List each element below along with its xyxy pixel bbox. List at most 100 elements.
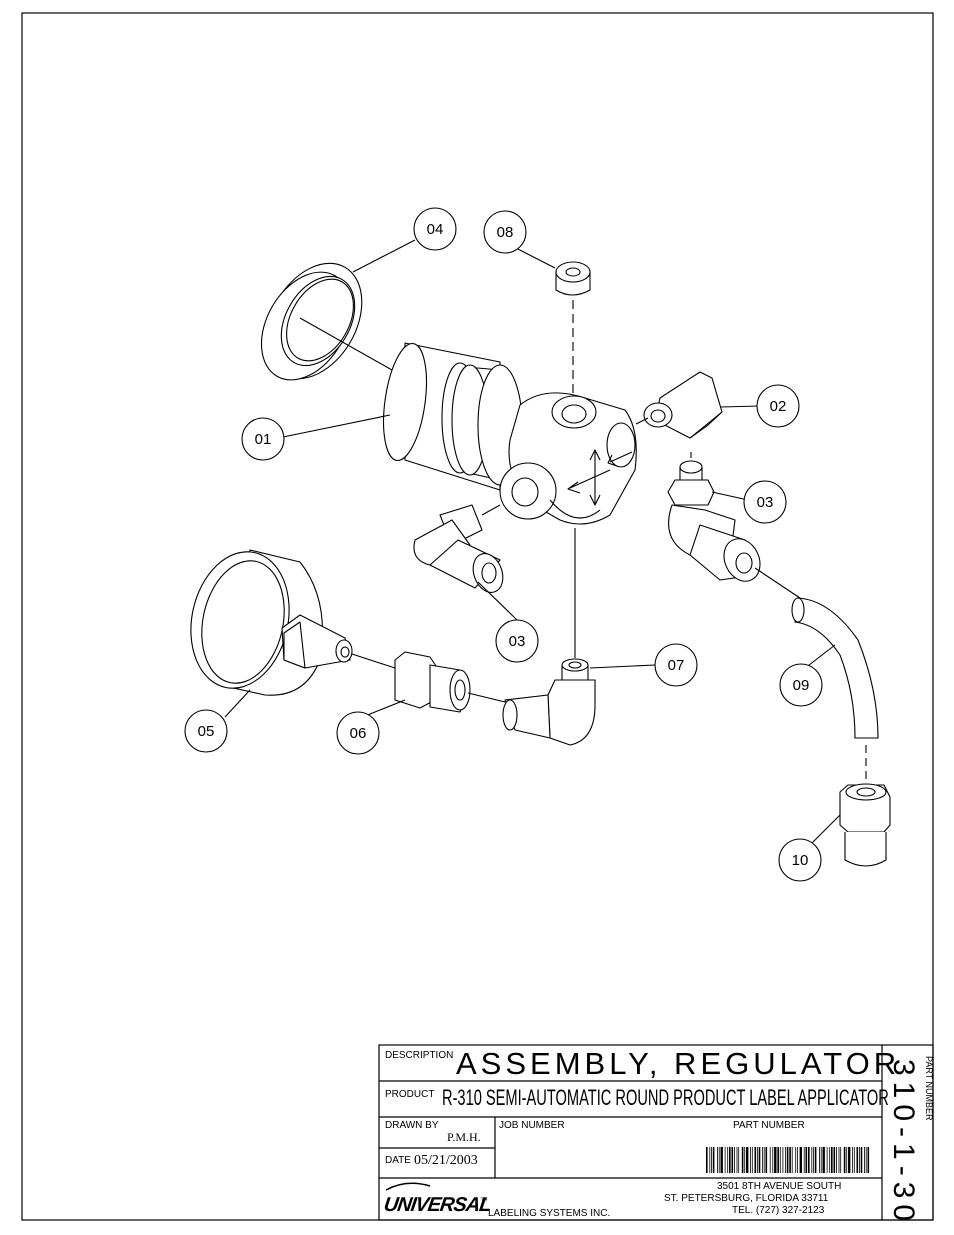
axis-06 xyxy=(467,692,506,703)
barcode-bar xyxy=(865,1147,867,1173)
callout-08-circle xyxy=(483,210,527,254)
barcode-bar xyxy=(803,1147,805,1173)
product-title: R-310 SEMI-AUTOMATIC ROUND PRODUCT LABEL… xyxy=(442,1085,889,1110)
barcode-bar xyxy=(727,1147,729,1173)
barcode-bar xyxy=(819,1147,820,1173)
barcode-bar xyxy=(785,1147,786,1173)
barcode-bar xyxy=(746,1147,749,1173)
exploded-view xyxy=(190,239,891,867)
barcode-bar xyxy=(831,1147,833,1173)
axis-05 xyxy=(351,653,396,669)
callout-01-circle xyxy=(241,417,285,461)
part-01-regulator-body xyxy=(383,342,637,525)
barcode-bar xyxy=(717,1147,718,1173)
leader-lines xyxy=(224,239,841,846)
trademark-symbol: ™ xyxy=(480,1196,488,1205)
part-02-elbow xyxy=(643,371,723,439)
barcode-bar xyxy=(856,1147,859,1173)
company-name: LABELING SYSTEMS INC. xyxy=(488,1208,611,1219)
barcode-bar xyxy=(840,1147,842,1173)
barcode-bar xyxy=(833,1147,836,1173)
job-number-label: JOB NUMBER xyxy=(499,1120,565,1131)
date-value: 05/21/2003 xyxy=(414,1153,478,1168)
part-number-side-label: PART NUMBER xyxy=(924,1056,934,1121)
barcode-bar xyxy=(762,1147,763,1173)
part-09-tube xyxy=(791,597,879,739)
callout-labels: 04 08 01 02 03 03 07 09 05 06 10 xyxy=(198,221,810,869)
axis-03-left xyxy=(481,504,501,516)
callout-label-07: 07 xyxy=(668,657,685,674)
address-line-3: TEL. (727) 327-2123 xyxy=(732,1205,825,1216)
part-05-gauge xyxy=(190,549,353,696)
barcode-bar xyxy=(860,1147,863,1173)
drawn-by-label: DRAWN BY xyxy=(385,1120,439,1131)
part-07-elbow xyxy=(502,658,596,746)
barcode-bar xyxy=(786,1147,789,1173)
callout-label-04: 04 xyxy=(427,221,444,238)
barcode-bar xyxy=(864,1147,865,1173)
barcode-bar xyxy=(736,1147,738,1173)
barcode-bar xyxy=(754,1147,757,1173)
callout-05-circle xyxy=(184,709,228,753)
barcode-bar xyxy=(826,1147,828,1173)
barcode-bar xyxy=(789,1147,791,1173)
barcode-bar xyxy=(777,1147,779,1173)
barcode-bar xyxy=(838,1147,840,1173)
barcode-bar xyxy=(744,1147,746,1173)
axis-01 xyxy=(299,317,393,371)
part-03-right-fitting xyxy=(667,460,761,582)
barcode-bar xyxy=(757,1147,758,1173)
date-label: DATE xyxy=(385,1155,411,1166)
callout-04-circle xyxy=(413,207,457,251)
part-03-left-fitting xyxy=(413,504,504,593)
part-number-barcode xyxy=(706,1147,870,1173)
callout-label-10: 10 xyxy=(792,852,809,869)
callout-label-01: 01 xyxy=(255,431,272,448)
callout-03b-circle xyxy=(495,619,539,663)
description-label: DESCRIPTION xyxy=(385,1050,454,1061)
address-line-1: 3501 8TH AVENUE SOUTH xyxy=(717,1181,842,1192)
barcode-bar xyxy=(712,1147,715,1173)
address-line-2: ST. PETERSBURG, FLORIDA 33711 xyxy=(664,1193,829,1204)
callout-10-circle xyxy=(778,838,822,882)
drawn-by-value: P.M.H. xyxy=(447,1130,481,1144)
barcode-bar xyxy=(852,1147,853,1173)
barcode-bar xyxy=(711,1147,712,1173)
barcode-bar xyxy=(750,1147,751,1173)
barcode-bar xyxy=(779,1147,781,1173)
part-08-cap xyxy=(555,261,591,296)
barcode-bar xyxy=(829,1147,831,1173)
barcode-bar xyxy=(846,1147,848,1173)
company-logo: UNIVERSAL xyxy=(382,1194,493,1216)
barcode-bar xyxy=(782,1147,784,1173)
axis-09 xyxy=(754,567,801,599)
part-04-ring xyxy=(260,262,363,381)
barcode-bar xyxy=(822,1147,825,1173)
barcode-bar xyxy=(853,1147,855,1173)
barcode-bar xyxy=(772,1147,774,1173)
callout-06-circle xyxy=(336,711,380,755)
callout-label-03a: 03 xyxy=(757,494,774,511)
callout-09-circle xyxy=(779,663,823,707)
barcode-bar xyxy=(820,1147,822,1173)
barcode-bar xyxy=(811,1147,813,1173)
barcode-bar xyxy=(813,1147,814,1173)
barcode-bar xyxy=(836,1147,837,1173)
barcode-bar xyxy=(791,1147,793,1173)
callout-07-circle xyxy=(654,643,698,687)
callout-label-02: 02 xyxy=(770,398,787,415)
axis-02 xyxy=(635,417,649,425)
barcode-bar xyxy=(814,1147,817,1173)
part-number-side-value: 310-1-30 xyxy=(887,1059,920,1228)
callout-03a-circle xyxy=(743,480,787,524)
part-number-label: PART NUMBER xyxy=(733,1120,805,1131)
logo-swoosh-icon xyxy=(385,1182,431,1191)
barcode-bar xyxy=(763,1147,765,1173)
callout-label-06: 06 xyxy=(350,725,367,742)
barcode-bar xyxy=(741,1147,744,1173)
barcode-bar xyxy=(774,1147,777,1173)
barcode-bar xyxy=(769,1147,771,1173)
barcode-bar xyxy=(805,1147,808,1173)
barcode-bar xyxy=(706,1147,708,1173)
